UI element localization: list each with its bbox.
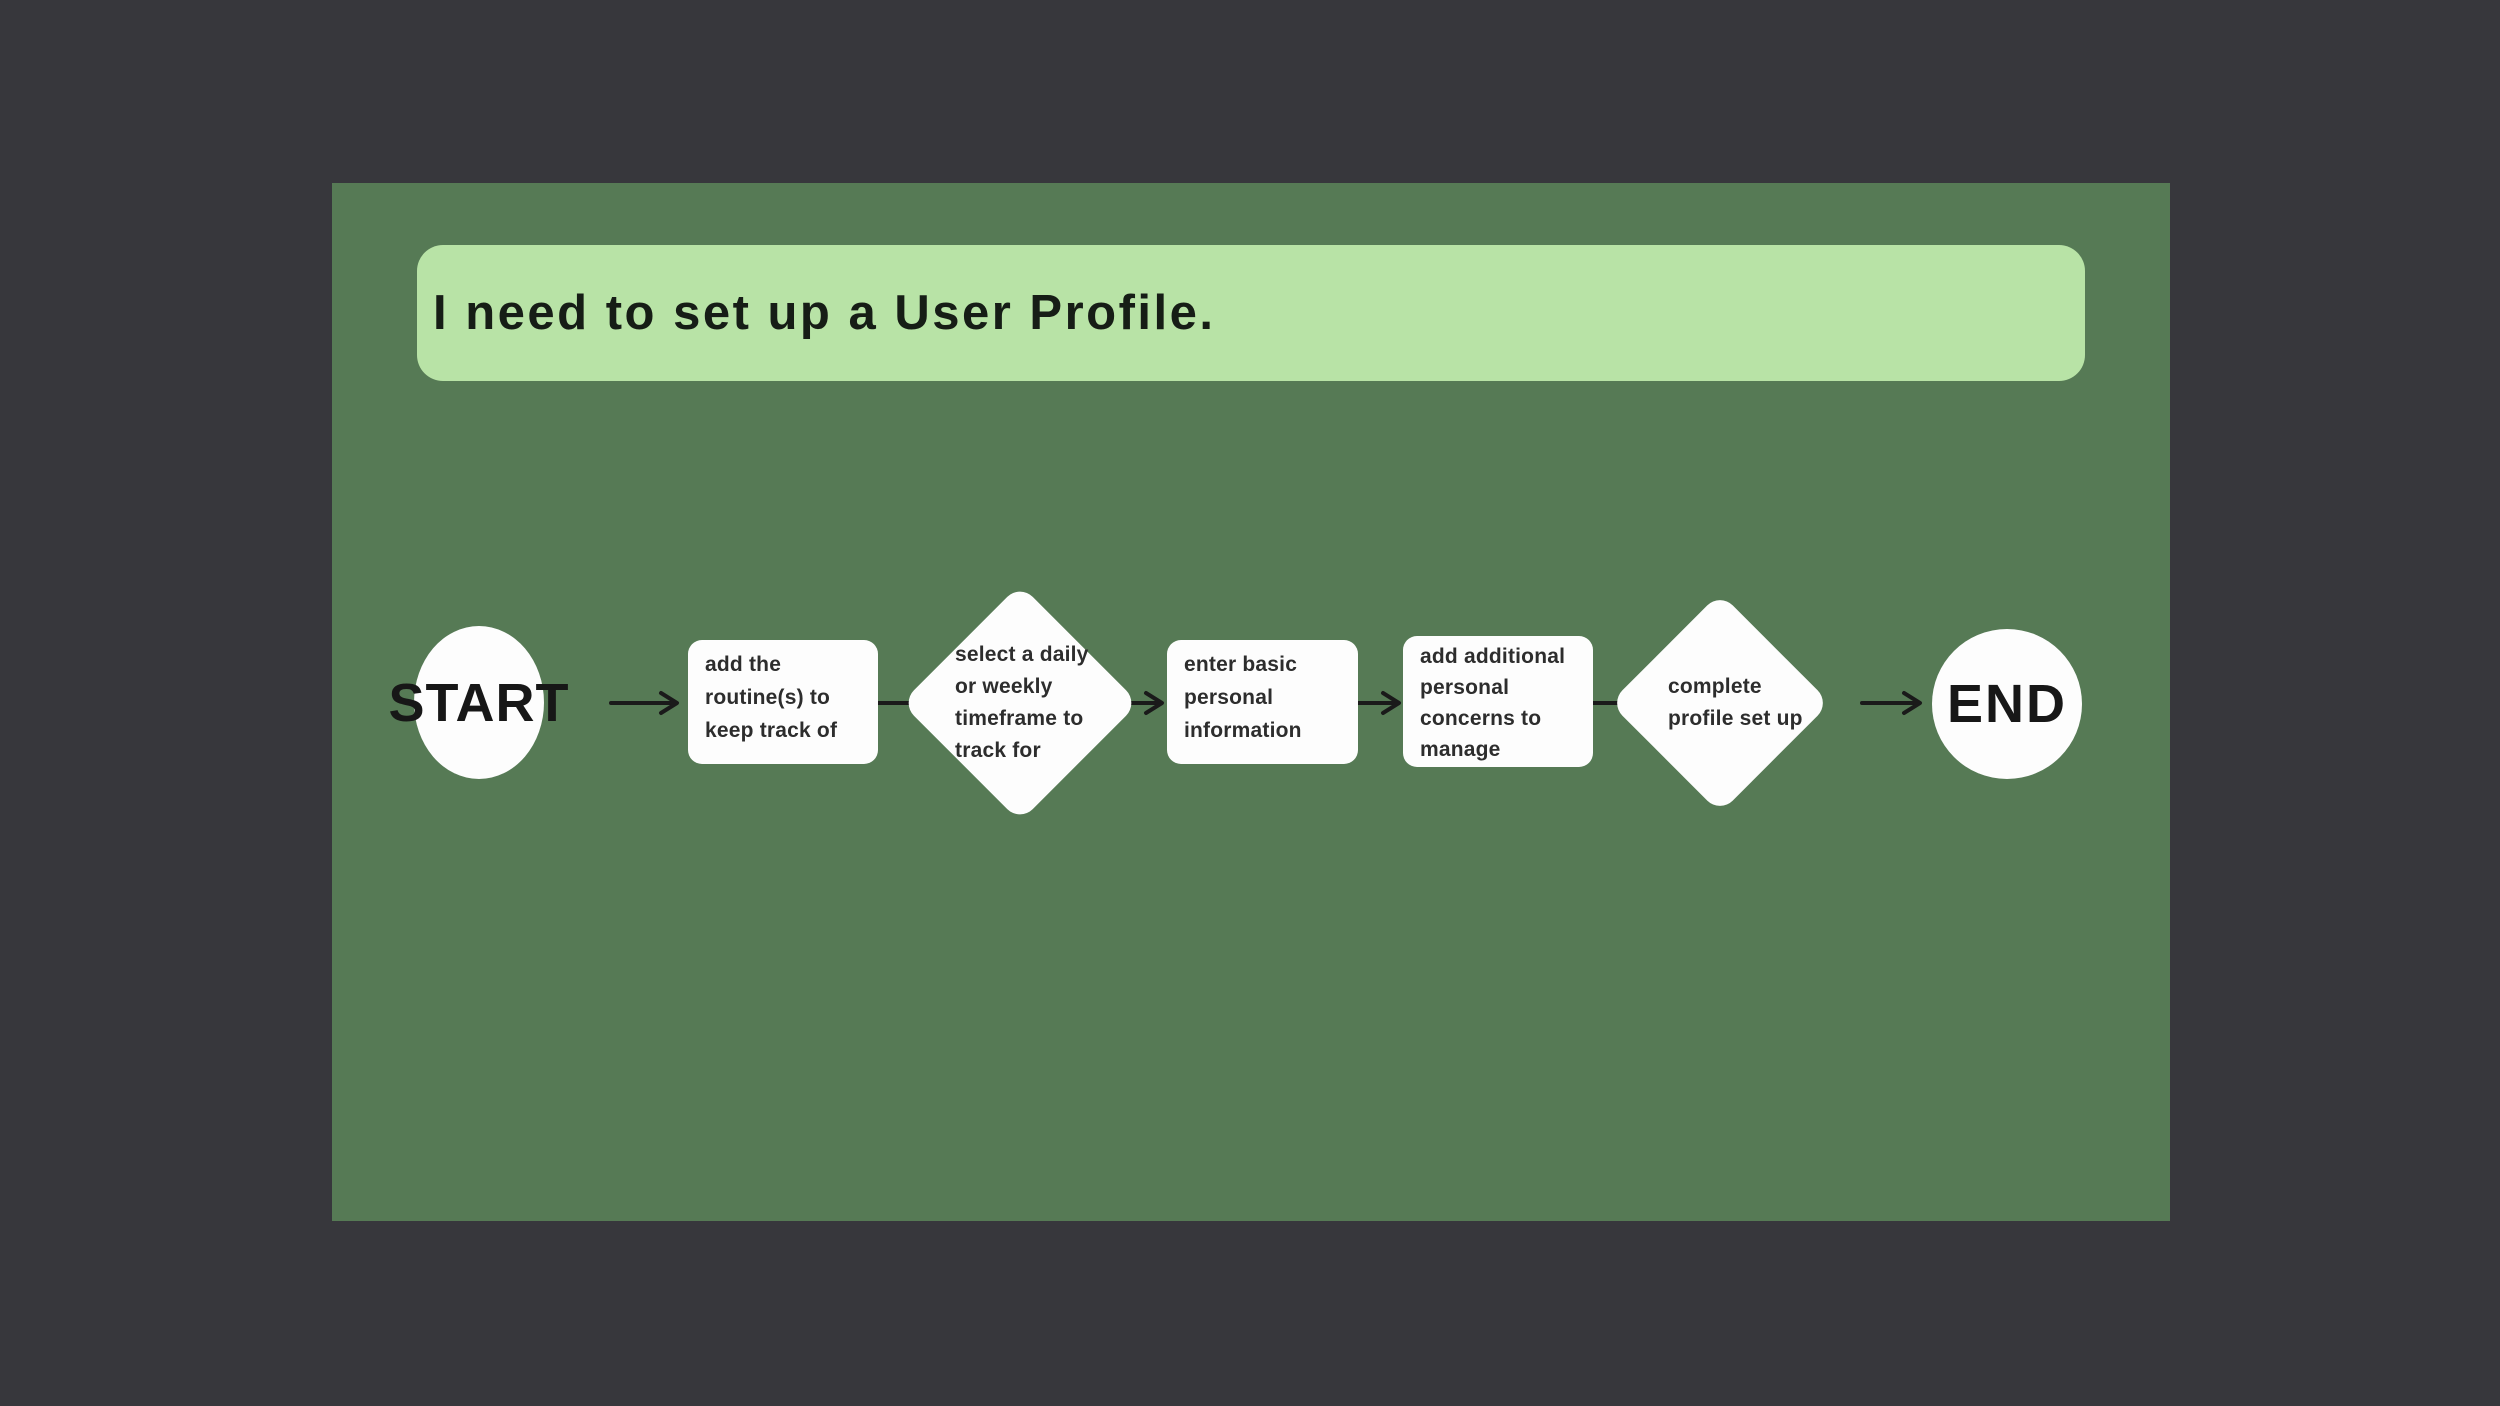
node-start-terminal: START [389,626,569,779]
slide: I need to set up a User Profile. [332,183,2170,1221]
node-process-add-concerns: add additional personal concerns to mana… [1403,636,1593,767]
node-process-add-routines: add the routine(s) to keep track of [688,640,878,764]
flowchart: START add the routine(s) to keep track o… [332,183,2170,1221]
node-label: add the routine(s) to keep track of [705,653,838,742]
prompt-text: I need to set up a User Profile. [433,286,1216,340]
node-label: complete profile set up [1668,675,1803,730]
node-label: select a daily or weekly timeframe to tr… [955,643,1089,762]
prompt-banner: I need to set up a User Profile. [417,245,2085,381]
node-end-terminal: END [1932,629,2082,779]
node-label: END [1946,674,2067,734]
node-process-enter-basic-info: enter basic personal information [1167,640,1358,764]
node-decision-complete-setup: complete profile set up [1609,592,1831,814]
node-decision-select-timeframe: select a daily or weekly timeframe to tr… [901,584,1139,822]
arrow-right-icon [1860,691,1922,715]
node-label: add additional personal concerns to mana… [1420,645,1566,761]
arrow-right-icon [609,691,679,715]
node-label: enter basic personal information [1184,653,1302,742]
node-label: START [388,672,570,733]
